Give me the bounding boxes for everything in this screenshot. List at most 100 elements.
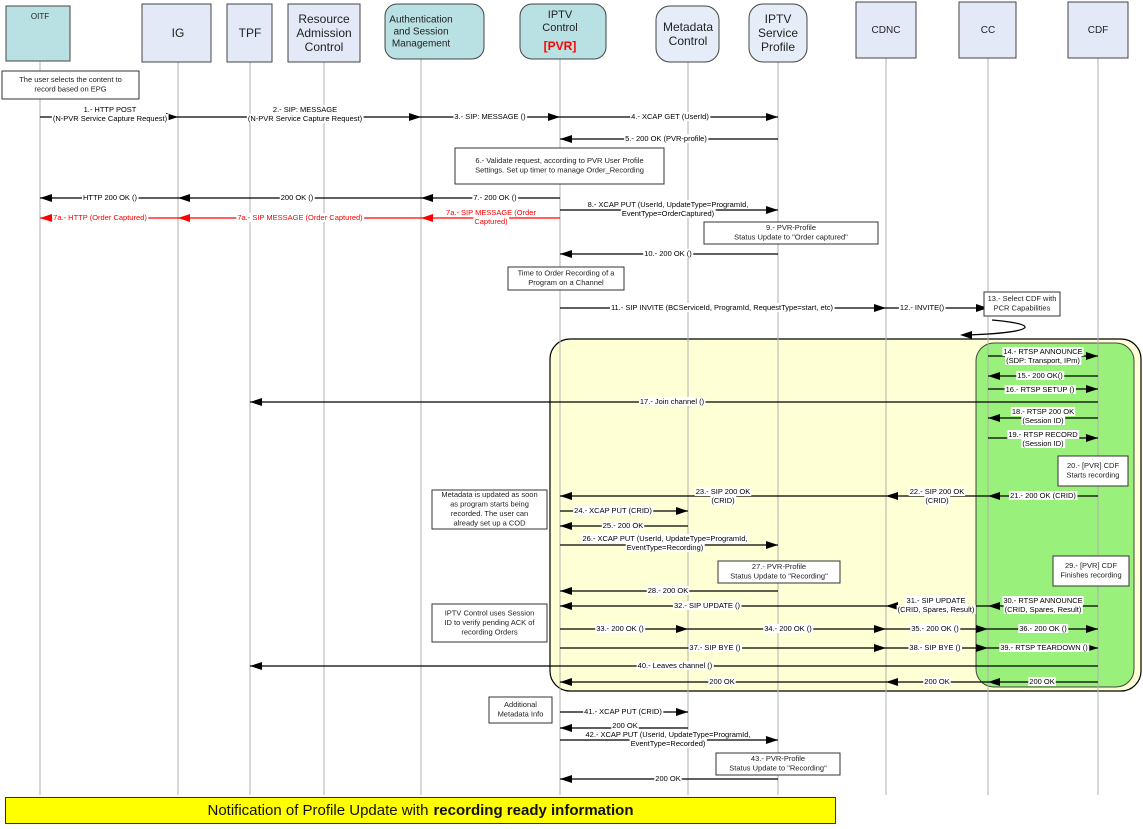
label-bg	[1005, 356, 1082, 365]
message-label: HTTP 200 OK ()	[83, 193, 138, 202]
note-box	[715, 752, 841, 776]
message-label: 30.- RTSP ANNOUNCE	[1003, 596, 1082, 605]
arrowhead-icon	[560, 775, 572, 783]
note-text: record based on EPG	[34, 85, 106, 94]
message-m10: 10.- 200 OK ()	[560, 249, 778, 258]
message-m18: 18.- RTSP 200 OK(Session ID)	[988, 407, 1098, 425]
note-box	[431, 603, 548, 643]
message-m7-rac: 200 OK ()	[178, 193, 421, 202]
arrowhead-icon	[676, 625, 688, 633]
label-bg	[1018, 624, 1069, 633]
note-text: 9.- PVR-Profile	[766, 223, 816, 232]
message-label: (N-PVR Service Capture Request)	[53, 114, 168, 123]
message-m23: 23.- SIP 200 OK(CRID)	[560, 487, 886, 505]
actor-cc: CC	[958, 1, 1017, 59]
note-6: 6.- Validate request, according to PVR U…	[454, 147, 665, 185]
arrowhead-icon	[560, 602, 572, 610]
message-m33: 33.- 200 OK ()	[560, 624, 688, 633]
note-box	[431, 489, 548, 530]
label-bg	[472, 193, 519, 202]
actor-label: CC	[981, 25, 995, 36]
arrowhead-icon	[988, 602, 1000, 610]
label-bg	[52, 213, 149, 222]
arrowhead-icon	[976, 625, 988, 633]
note-box	[507, 266, 625, 291]
message-m7-http: HTTP 200 OK ()	[40, 193, 178, 202]
note-text: recorded. The user can	[451, 509, 528, 518]
arrowhead-icon	[886, 602, 898, 610]
message-label: (Session ID)	[1022, 416, 1064, 425]
actor-box	[384, 3, 485, 60]
arrowhead-icon	[1086, 385, 1098, 393]
message-label: 17.- Join channel ()	[640, 397, 705, 406]
actor-box	[655, 5, 720, 63]
actor-box	[1067, 1, 1129, 59]
message-m32: 32.- SIP UPDATE ()	[560, 601, 886, 610]
message-m39: 39.- RTSP TEARDOWN ()	[988, 643, 1098, 652]
label-bg	[1007, 430, 1080, 439]
label-bg	[688, 643, 743, 652]
actor-label: Management	[392, 39, 451, 50]
message-m28: 28.- 200 OK	[560, 586, 778, 595]
label-bg	[708, 677, 736, 686]
arrowhead-icon	[676, 507, 688, 515]
message-label: 41.- XCAP PUT (CRID)	[584, 707, 662, 716]
arrowhead-icon	[178, 214, 190, 222]
note-text: already set up a COD	[453, 519, 526, 528]
message-label: 38.- SIP BYE ()	[909, 643, 961, 652]
message-m4: 4.- XCAP GET (UserId)	[560, 112, 778, 121]
message-label: 33.- 200 OK ()	[596, 624, 644, 633]
actor-box	[519, 3, 607, 60]
actor-label: IG	[172, 26, 185, 40]
actor-cdf: CDF	[1067, 1, 1129, 59]
note-text: Status Update to "Recording"	[729, 764, 827, 773]
note-text: Time to Order Recording of a	[518, 269, 616, 278]
label-bg	[601, 521, 645, 530]
label-bg	[654, 774, 682, 783]
message-m200c: 200 OK	[560, 677, 886, 686]
message-label: 24.- XCAP PUT (CRID)	[574, 506, 652, 515]
note-text: 20.- [PVR] CDF	[1067, 461, 1120, 470]
label-bg	[999, 643, 1090, 652]
message-label: EventType=OrderCaptured)	[622, 209, 715, 218]
label-bg	[1002, 347, 1084, 356]
arrowhead-icon	[250, 398, 262, 406]
actor-label: Admission	[296, 26, 351, 40]
label-bg	[584, 730, 752, 739]
message-m42: 42.- XCAP PUT (UserId, UpdateType=Progra…	[560, 730, 778, 748]
note-text: Additional	[504, 700, 537, 709]
actor-label: OITF	[31, 12, 49, 21]
label-bg	[694, 487, 752, 496]
arrowhead-icon	[976, 644, 988, 652]
message-m36: 36.- 200 OK ()	[988, 624, 1098, 633]
message-label: 7.- 200 OK ()	[473, 193, 517, 202]
label-bg	[1009, 491, 1078, 500]
arrowhead-icon	[1086, 434, 1098, 442]
message-label: 32.- SIP UPDATE ()	[674, 601, 740, 610]
label-bg	[1003, 605, 1083, 614]
arrowhead-icon	[874, 625, 886, 633]
note-text: 29.- [PVR] CDF	[1065, 561, 1118, 570]
label-bg	[51, 114, 169, 123]
message-m43-ok: 200 OK	[560, 774, 778, 783]
arrowhead-icon	[886, 678, 898, 686]
message-m40: 40.- Leaves channel ()	[250, 661, 1098, 670]
arrowhead-icon	[409, 113, 421, 121]
message-label: 3.- SIP: MESSAGE ()	[454, 112, 526, 121]
actor-label: Authentication	[389, 15, 452, 26]
note-text: as program starts being	[450, 500, 529, 509]
label-bg	[629, 739, 707, 748]
label-bg	[1004, 385, 1076, 394]
message-label: 35.- 200 OK ()	[911, 624, 959, 633]
message-m7a-sip: 7a.- SIP MESSAGE (Order Captured)	[178, 213, 421, 222]
message-label: 200 OK	[709, 677, 734, 686]
arrowhead-icon	[886, 492, 898, 500]
self-loop-cc	[967, 319, 1026, 336]
message-label: 42.- XCAP PUT (UserId, UpdateType=Progra…	[585, 730, 750, 739]
arrowhead-icon	[960, 331, 972, 339]
actor-label: CDNC	[872, 25, 901, 36]
label-bg	[573, 506, 654, 515]
